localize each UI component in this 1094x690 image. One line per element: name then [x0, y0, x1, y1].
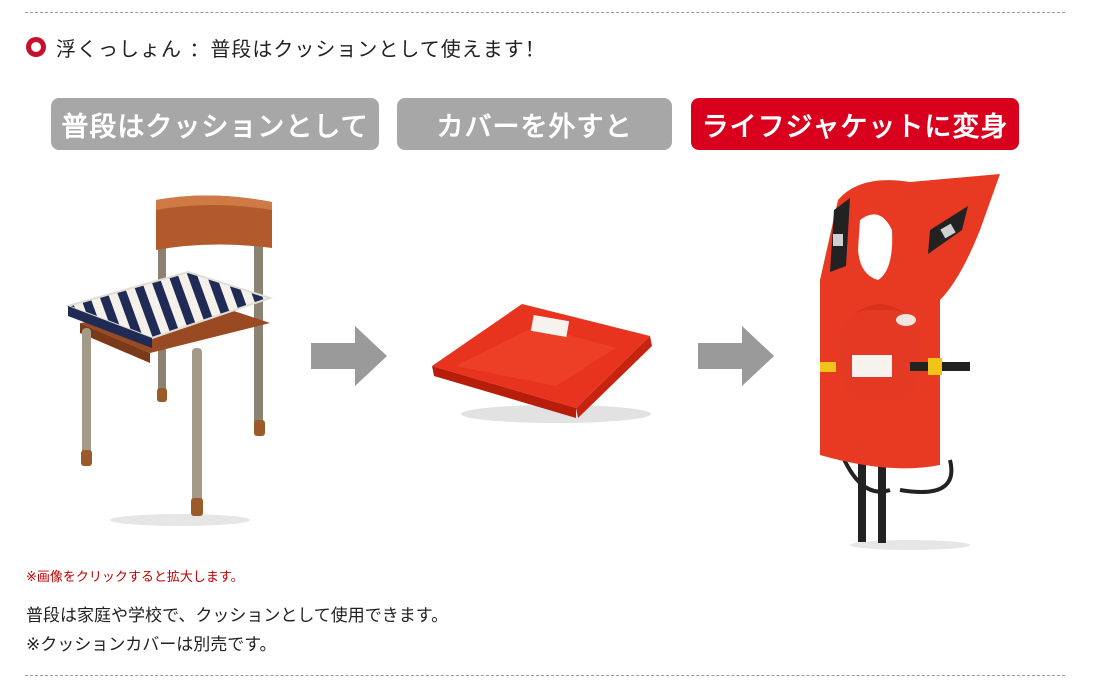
chair-image[interactable] [60, 188, 290, 528]
dashed-divider-bottom [25, 675, 1065, 676]
arrow-right-icon [311, 326, 387, 386]
arrow-right-icon [698, 326, 774, 386]
circle-bullet-icon [26, 37, 46, 57]
section-heading-text: 浮くっしょん ：普段はクッションとして使えます！ [56, 36, 546, 61]
description-line-1: 普段は家庭や学校で、クッションとして使用できます。 [26, 606, 449, 626]
step-label-cushion: 普段はクッションとして [51, 98, 379, 150]
click-to-enlarge-note: ※画像をクリックすると拡大します。 [26, 570, 244, 585]
step-label-remove-cover: カバーを外すと [397, 98, 672, 150]
life-jacket-image[interactable] [800, 170, 1010, 550]
red-cushion-image[interactable] [426, 296, 656, 426]
description-line-2: ※クッションカバーは別売です。 [26, 635, 277, 655]
step-label-life-jacket: ライフジャケットに変身 [691, 98, 1019, 150]
dashed-divider-top [25, 12, 1065, 13]
section-heading: 浮くっしょん ：普段はクッションとして使えます！ [26, 32, 546, 62]
